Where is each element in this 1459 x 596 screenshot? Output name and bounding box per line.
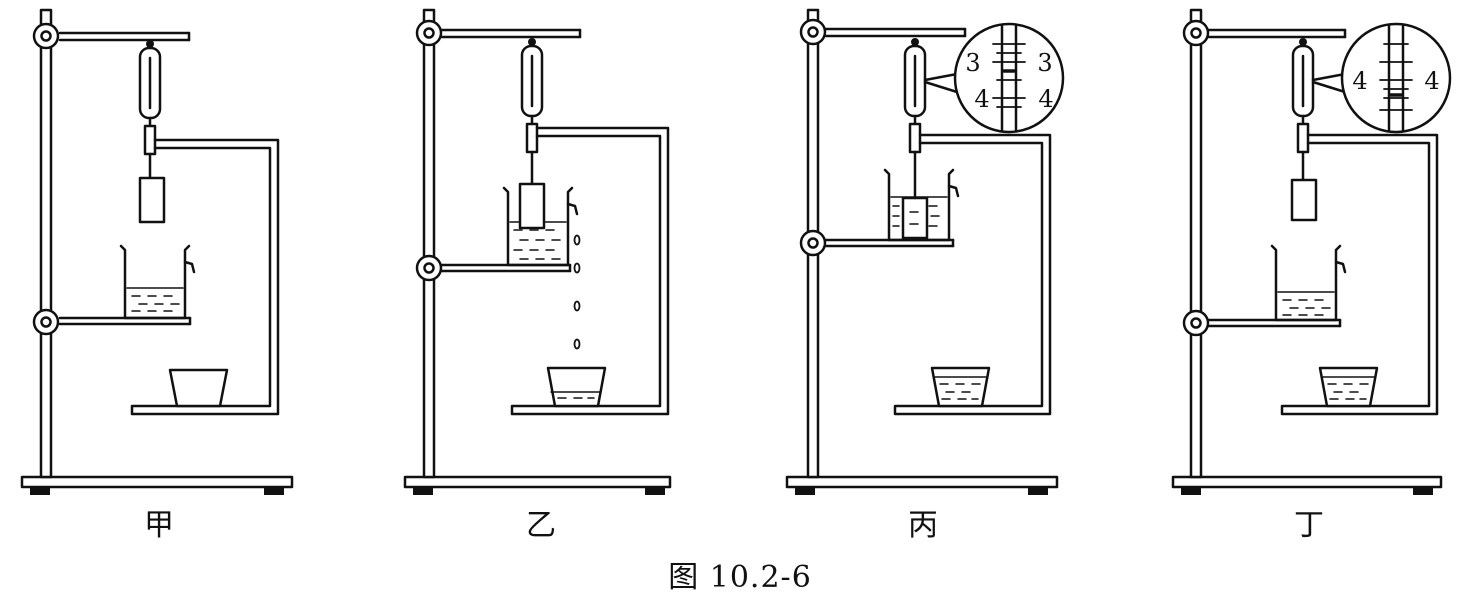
stand (20, 8, 294, 495)
panel-jia (20, 8, 294, 495)
metal-block (518, 182, 546, 230)
small-bucket (1318, 366, 1379, 408)
spring-scale (138, 40, 162, 156)
magnifier-inset: 3 3 4 4 (923, 22, 1065, 134)
overflow-stand (893, 133, 1052, 416)
panel-ding: 4 4 (1171, 8, 1452, 495)
panel-label-jia: 甲 (144, 508, 174, 543)
scale-top-right: 3 (1037, 49, 1052, 77)
overflow-stand (130, 138, 280, 416)
overflow-stand (1280, 133, 1439, 416)
water-drops (573, 234, 581, 386)
stand (785, 8, 1059, 495)
overflow-beaker (883, 168, 960, 242)
scale-top-left: 3 (965, 49, 980, 77)
spring-scale (903, 38, 927, 154)
overflow-beaker (119, 244, 196, 320)
scale-left: 4 (1352, 67, 1367, 95)
spring-scale (520, 38, 544, 154)
overflow-stand (510, 126, 670, 416)
metal-block (1290, 178, 1318, 222)
overflow-beaker (1270, 244, 1347, 322)
metal-block (138, 176, 166, 224)
panel-label-yi: 乙 (526, 508, 556, 543)
magnifier-inset: 4 4 (1311, 22, 1452, 134)
stand (403, 8, 672, 495)
figure-caption: 图 10.2-6 (668, 560, 812, 595)
small-bucket (930, 366, 991, 408)
scale-bottom-left: 4 (974, 85, 989, 113)
small-bucket (546, 366, 607, 408)
metal-block (901, 196, 929, 240)
stand (1171, 8, 1443, 495)
panel-label-ding: 丁 (1294, 508, 1324, 543)
scale-bottom-right: 4 (1038, 85, 1053, 113)
panel-label-bing: 丙 (908, 508, 938, 543)
panel-yi (403, 8, 672, 495)
scale-right: 4 (1424, 67, 1439, 95)
small-bucket (168, 368, 229, 408)
panel-bing: 3 3 4 4 (785, 8, 1065, 495)
